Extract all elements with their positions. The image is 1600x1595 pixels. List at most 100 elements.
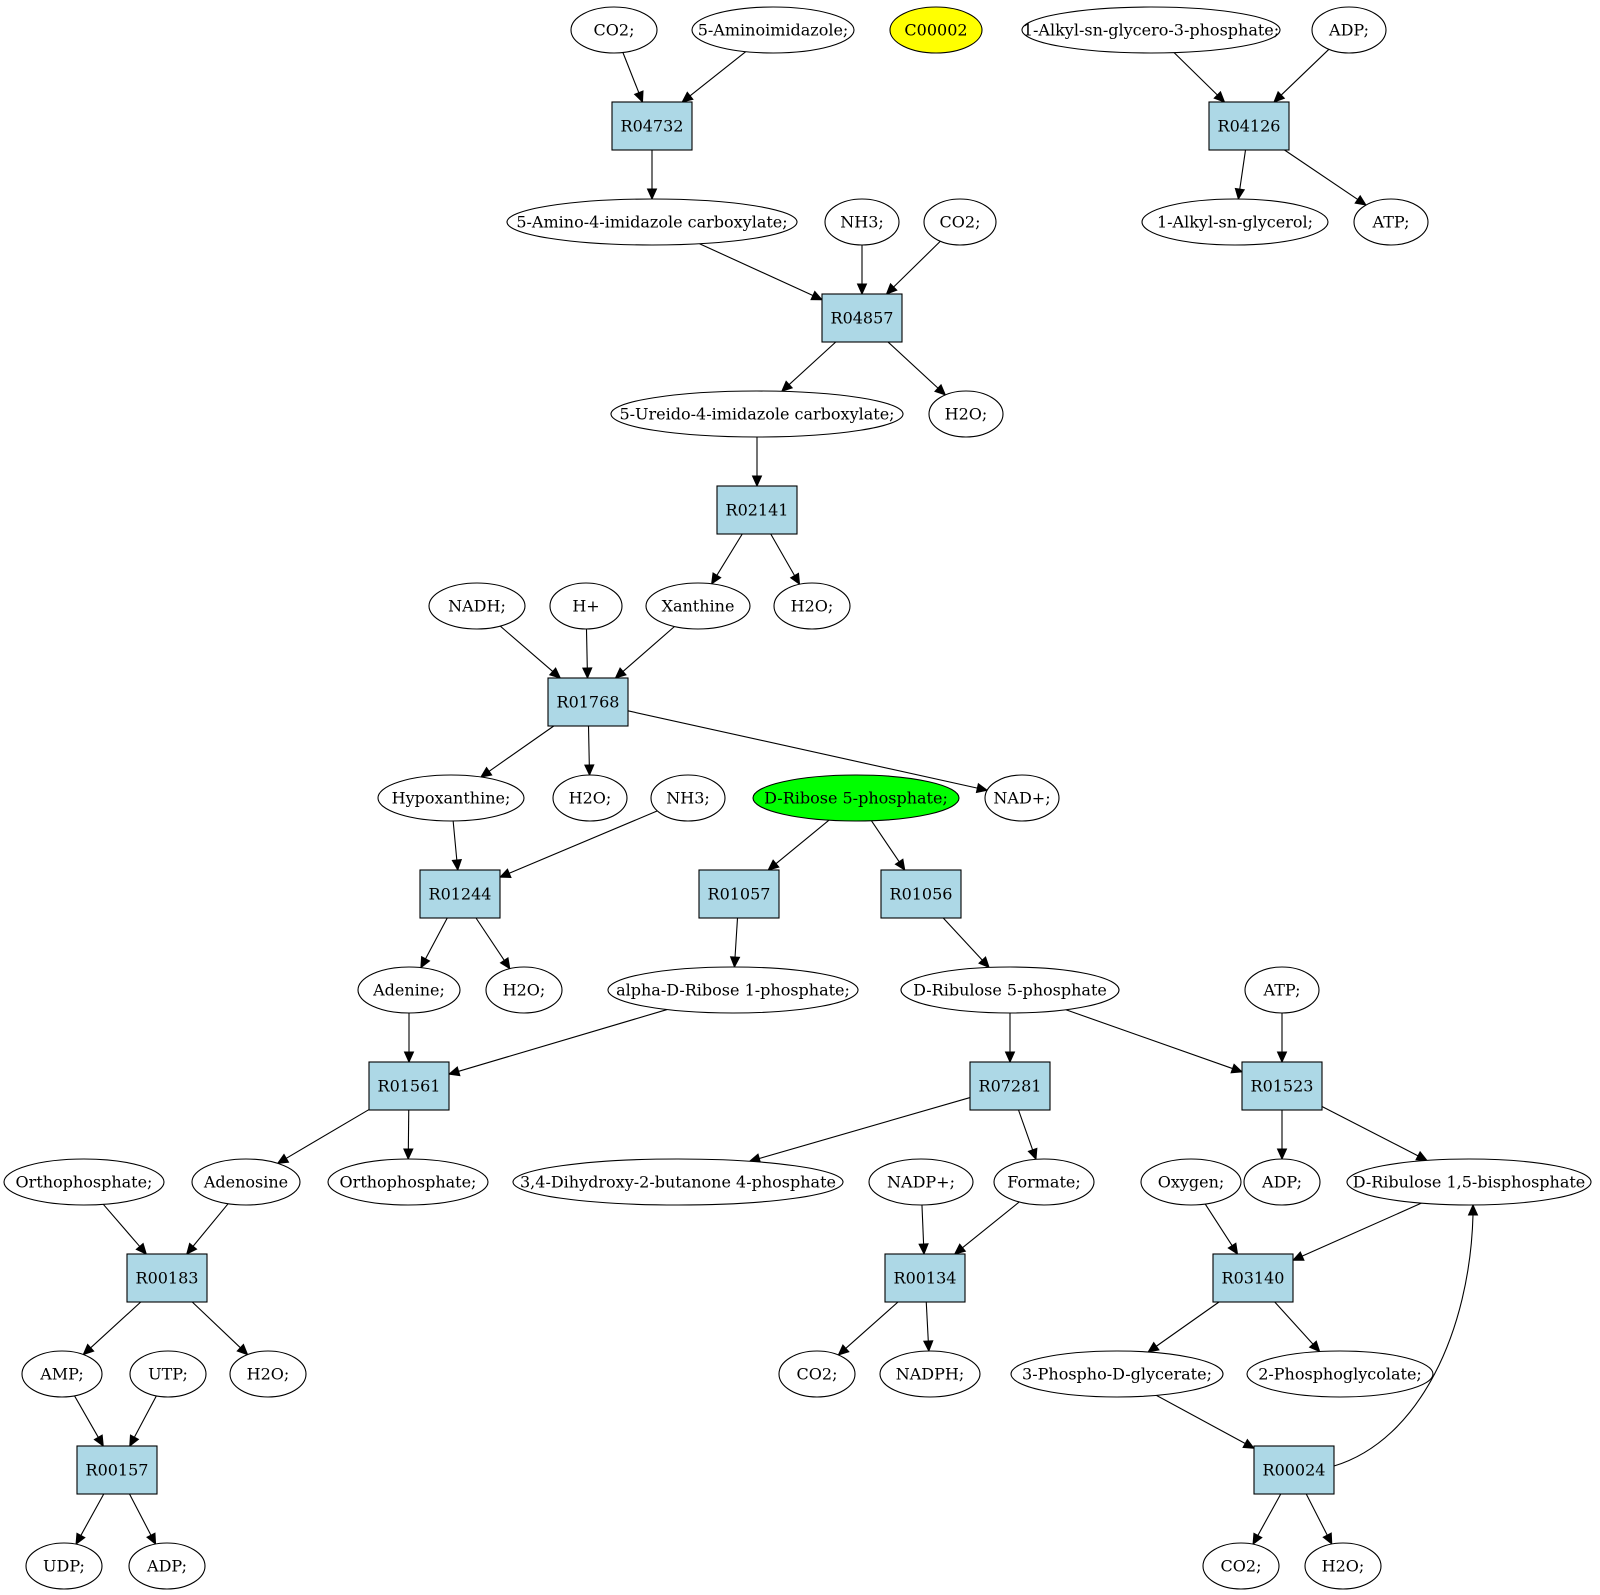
compound-node-n-ribose1p[interactable]: alpha-D-Ribose 1-phosphate; bbox=[607, 966, 859, 1014]
node-label: ATP; bbox=[1372, 213, 1410, 232]
compound-node-n-alkylglycerol[interactable]: 1-Alkyl-sn-glycerol; bbox=[1141, 198, 1329, 246]
arrowhead bbox=[447, 1066, 461, 1077]
compound-node-n-adenosine[interactable]: Adenosine bbox=[191, 1158, 301, 1206]
edge-n-hplus-to-r01768 bbox=[582, 628, 593, 680]
edge-n-aminoimidazolecarboxylate-to-r04857 bbox=[699, 243, 824, 301]
compound-node-n-co2-a[interactable]: CO2; bbox=[570, 6, 658, 54]
compound-node-n-atp-a[interactable]: ATP; bbox=[1353, 198, 1429, 246]
compound-node-n-orthophosphate-a[interactable]: Orthophosphate; bbox=[3, 1158, 165, 1206]
edge-n-ribose5p-to-r01056 bbox=[870, 820, 906, 872]
compound-node-n-co2-b[interactable]: CO2; bbox=[923, 198, 997, 246]
reaction-node-r01057[interactable]: R01057 bbox=[698, 869, 780, 919]
node-label: alpha-D-Ribose 1-phosphate; bbox=[616, 981, 850, 1000]
reaction-node-r01768[interactable]: R01768 bbox=[547, 677, 629, 727]
compound-node-n-nh3-a[interactable]: NH3; bbox=[824, 198, 900, 246]
compound-node-n-h2o-c[interactable]: H2O; bbox=[552, 774, 628, 822]
edge-n-amp-to-r00157 bbox=[74, 1395, 104, 1448]
edge-r03140-to-n-phosphoglycolate bbox=[1274, 1301, 1321, 1353]
edge-line bbox=[1257, 1493, 1282, 1536]
compound-node-n-oxygen[interactable]: Oxygen; bbox=[1140, 1158, 1242, 1206]
edge-line bbox=[192, 1203, 229, 1247]
arrowhead bbox=[1242, 1438, 1256, 1449]
reaction-node-r01523[interactable]: R01523 bbox=[1241, 1061, 1323, 1111]
reaction-node-r04126[interactable]: R04126 bbox=[1208, 101, 1290, 151]
compound-node-n-nh3-b[interactable]: NH3; bbox=[650, 774, 726, 822]
compound-node-n-phosphoglycerate[interactable]: 3-Phospho-D-glycerate; bbox=[1010, 1350, 1224, 1398]
reaction-node-r00157[interactable]: R00157 bbox=[76, 1445, 158, 1495]
edge-r04126-to-n-alkylglycerol bbox=[1234, 149, 1247, 201]
node-label: D-Ribulose 5-phosphate bbox=[913, 981, 1107, 1000]
compound-node-n-adp-b[interactable]: ADP; bbox=[1243, 1158, 1321, 1206]
reaction-node-r04732[interactable]: R04732 bbox=[611, 101, 693, 151]
compound-node-n-dihydroxybutanone[interactable]: 3,4-Dihydroxy-2-butanone 4-phosphate bbox=[512, 1158, 844, 1206]
compound-node-n-alkylglycerophosphate[interactable]: 1-Alkyl-sn-glycero-3-phosphate; bbox=[1021, 6, 1281, 54]
compound-node-n-nadh[interactable]: NADH; bbox=[428, 582, 526, 630]
compound-node-n-ribulose5p[interactable]: D-Ribulose 5-phosphate bbox=[900, 966, 1120, 1014]
node-label: Orthophosphate; bbox=[340, 1173, 477, 1192]
compound-node-n-adenine[interactable]: Adenine; bbox=[357, 966, 461, 1014]
edge-line bbox=[475, 917, 505, 961]
reaction-node-r03140[interactable]: R03140 bbox=[1212, 1253, 1294, 1303]
compound-node-n-aminoimidazolecarboxylate[interactable]: 5-Amino-4-imidazole carboxylate; bbox=[506, 198, 798, 246]
compound-ellipse bbox=[889, 6, 983, 54]
compound-node-n-co2-d[interactable]: CO2; bbox=[1202, 1542, 1280, 1590]
compound-node-n-h2o-a[interactable]: H2O; bbox=[928, 390, 1004, 438]
arrowhead bbox=[403, 1148, 414, 1161]
compound-node-n-c00002[interactable]: C00002 bbox=[889, 6, 983, 54]
compound-ellipse bbox=[1246, 1350, 1434, 1398]
arrowhead bbox=[548, 667, 562, 679]
compound-node-n-phosphoglycolate[interactable]: 2-Phosphoglycolate; bbox=[1246, 1350, 1434, 1398]
compound-node-n-h2o-f[interactable]: H2O; bbox=[1304, 1542, 1382, 1590]
arrowhead bbox=[582, 667, 593, 680]
compound-node-n-nadpplus[interactable]: NADP+; bbox=[868, 1158, 974, 1206]
arrowhead bbox=[922, 1340, 934, 1353]
compound-node-n-orthophosphate-b[interactable]: Orthophosphate; bbox=[327, 1158, 489, 1206]
edge-line bbox=[1301, 1202, 1422, 1257]
compound-node-n-utp[interactable]: UTP; bbox=[129, 1350, 207, 1398]
compound-node-n-h2o-b[interactable]: H2O; bbox=[773, 582, 851, 630]
arrowhead bbox=[499, 957, 511, 970]
arrowhead bbox=[810, 290, 824, 301]
compound-node-n-ribose5p[interactable]: D-Ribose 5-phosphate; bbox=[752, 774, 960, 822]
node-label: R01523 bbox=[1251, 1077, 1314, 1096]
compound-node-n-atp-b[interactable]: ATP; bbox=[1244, 966, 1320, 1014]
compound-node-n-adp-c[interactable]: ADP; bbox=[128, 1542, 206, 1590]
compound-ellipse bbox=[1353, 198, 1429, 246]
compound-ellipse bbox=[1021, 6, 1281, 54]
reaction-box bbox=[884, 1253, 966, 1303]
edge-line bbox=[627, 710, 978, 789]
compound-node-n-hypoxanthine[interactable]: Hypoxanthine; bbox=[377, 774, 525, 822]
edge-line bbox=[1284, 149, 1358, 200]
edge-line bbox=[1173, 52, 1218, 96]
reaction-node-r01561[interactable]: R01561 bbox=[368, 1061, 450, 1111]
compound-node-n-ribulosebisphosphate[interactable]: D-Ribulose 1,5-bisphosphate bbox=[1346, 1158, 1592, 1206]
compound-ellipse bbox=[25, 1542, 103, 1590]
compound-node-n-udp[interactable]: UDP; bbox=[25, 1542, 103, 1590]
compound-node-n-ureido[interactable]: 5-Ureido-4-imidazole carboxylate; bbox=[610, 390, 904, 438]
compound-node-n-aminoimidazole[interactable]: 5-Aminoimidazole; bbox=[691, 6, 855, 54]
reaction-node-r00183[interactable]: R00183 bbox=[126, 1253, 208, 1303]
reaction-node-r07281[interactable]: R07281 bbox=[969, 1061, 1051, 1111]
compound-node-n-xanthine[interactable]: Xanthine bbox=[645, 582, 751, 630]
compound-ellipse bbox=[327, 1158, 489, 1206]
reaction-node-r02141[interactable]: R02141 bbox=[716, 485, 798, 535]
reaction-node-r01056[interactable]: R01056 bbox=[880, 869, 962, 919]
compound-node-n-adp-a[interactable]: ADP; bbox=[1311, 6, 1387, 54]
compound-node-n-co2-c[interactable]: CO2; bbox=[778, 1350, 856, 1398]
compound-node-n-amp[interactable]: AMP; bbox=[21, 1350, 103, 1398]
compound-node-n-h2o-e[interactable]: H2O; bbox=[229, 1350, 307, 1398]
compound-node-n-h2o-d[interactable]: H2O; bbox=[485, 966, 563, 1014]
edge-r07281-to-n-dihydroxybutanone bbox=[748, 1097, 971, 1164]
edge-r04732-to-n-aminoimidazolecarboxylate bbox=[646, 150, 658, 201]
compound-node-n-nadph[interactable]: NADPH; bbox=[879, 1350, 981, 1398]
compound-ellipse bbox=[229, 1350, 307, 1398]
edge-r03140-to-n-phosphoglycerate bbox=[1147, 1301, 1220, 1353]
reaction-node-r01244[interactable]: R01244 bbox=[419, 869, 501, 919]
compound-node-n-hplus[interactable]: H+ bbox=[549, 582, 623, 630]
compound-node-n-nadplus[interactable]: NAD+; bbox=[984, 774, 1060, 822]
reaction-node-r00134[interactable]: R00134 bbox=[884, 1253, 966, 1303]
compound-node-n-formate[interactable]: Formate; bbox=[993, 1158, 1095, 1206]
reaction-node-r04857[interactable]: R04857 bbox=[821, 293, 903, 343]
compound-ellipse bbox=[377, 774, 525, 822]
reaction-node-r00024[interactable]: R00024 bbox=[1253, 1445, 1335, 1495]
